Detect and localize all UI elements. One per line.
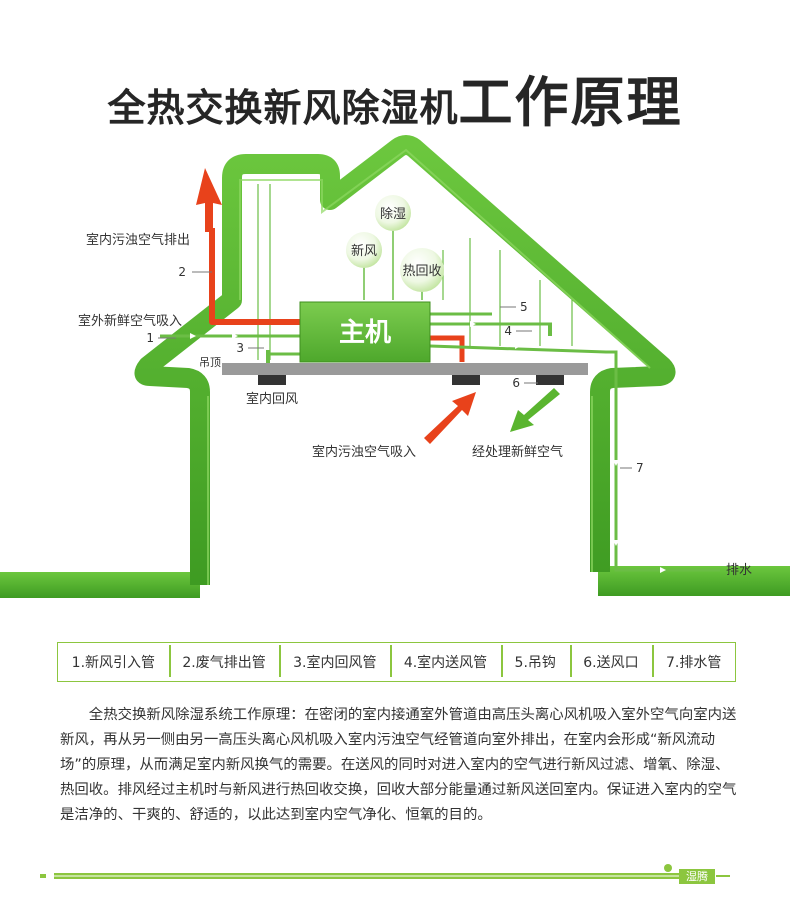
return-red-pipe (430, 335, 465, 362)
treated-air-arrow (510, 388, 560, 432)
callout-1: 1 (146, 331, 154, 345)
legend-item-4: 4.室内送风管 (390, 645, 501, 677)
footer-dot-icon (664, 864, 672, 872)
ground-ribbon-right (598, 566, 790, 596)
pipe-flow-arrows (190, 321, 666, 573)
callout-lines (158, 271, 632, 469)
component-legend: 1.新风引入管 2.废气排出管 3.室内回风管 4.室内送风管 5.吊钩 6.送… (57, 642, 736, 682)
supply-outlet-vent (536, 375, 564, 385)
fresh-air-pipes (160, 312, 720, 572)
bubble-fresh-label: 新风 (351, 243, 377, 259)
footer-tail-line (716, 875, 730, 877)
principle-description: 全热交换新风除湿系统工作原理：在密闭的室内接通室外管道由高压头离心风机吸入室外空… (60, 707, 737, 823)
bubble-dehumid (375, 195, 411, 231)
ceiling-label: 吊顶 (199, 356, 221, 369)
label-indoor-exhaust-in: 室内污浊空气吸入 (312, 444, 416, 460)
exhaust-out-arrow (196, 168, 222, 232)
title-emphasis: 工作原理 (458, 71, 683, 134)
working-principle-diagram: 除湿 新风 热回收 (0, 135, 790, 598)
legend-item-1: 1.新风引入管 (71, 655, 156, 671)
title-main: 全热交换新风除湿机 (107, 86, 459, 130)
host-unit (299, 301, 431, 363)
label-indoor-exhaust-out: 室内污浊空气排出 (86, 232, 190, 248)
house-outline (134, 135, 676, 585)
legend-item-6: 6.送风口 (569, 645, 653, 677)
callout-2: 2 (178, 265, 186, 279)
legend-item-3: 3.室内回风管 (279, 645, 390, 677)
bubble-heat-label: 热回收 (402, 264, 441, 279)
callout-7: 7 (636, 461, 644, 475)
callout-6: 6 (512, 376, 520, 390)
callout-3: 3 (236, 341, 244, 355)
page-title: 全热交换新风除湿机工作原理 (0, 58, 790, 137)
host-unit-label: 主机 (339, 318, 391, 348)
label-drain: 排水 (726, 563, 752, 578)
label-outdoor-fresh-in: 室外新鲜空气吸入 (78, 313, 182, 329)
label-indoor-return: 室内回风 (246, 391, 298, 407)
bubble-dehumid-label: 除湿 (380, 207, 406, 222)
footer-brand-badge: 湿腾 (679, 869, 715, 884)
label-treated-air: 经处理新鲜空气 (472, 444, 563, 460)
callout-4: 4 (504, 324, 512, 338)
bubble-fresh (346, 232, 382, 268)
hook-lines (257, 184, 573, 360)
exhaust-inlet-vent (452, 375, 480, 385)
footer-divider (40, 873, 754, 879)
house-inner-line (207, 148, 651, 585)
suspended-ceiling (222, 363, 588, 375)
callout-5: 5 (520, 300, 528, 314)
ground-ribbon (0, 572, 200, 598)
exhaust-in-arrow (424, 392, 476, 444)
return-vent (258, 375, 286, 385)
legend-item-5: 5.吊钩 (500, 645, 570, 677)
bubble-heat (400, 248, 444, 292)
legend-item-2: 2.废气排出管 (168, 645, 280, 677)
legend-item-7: 7.排水管 (652, 645, 735, 677)
